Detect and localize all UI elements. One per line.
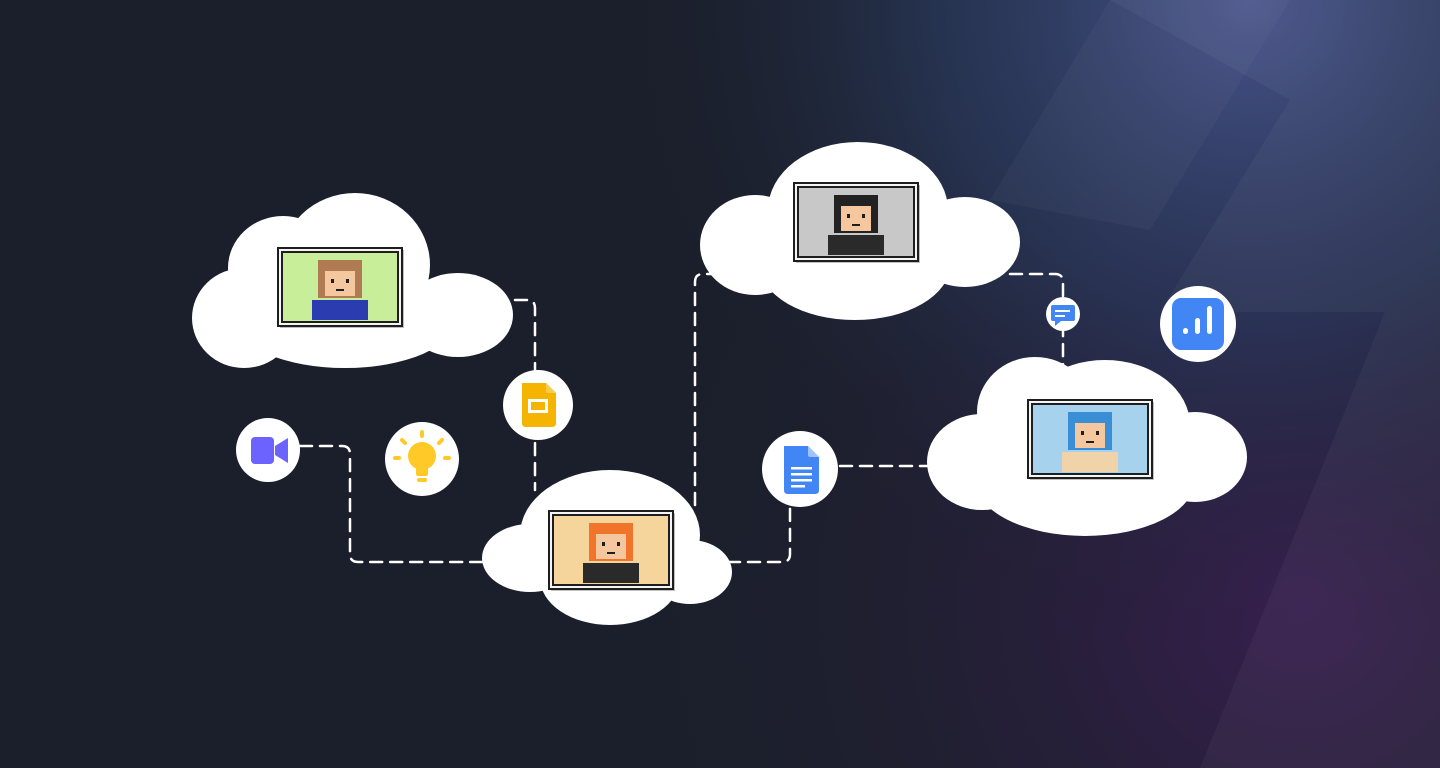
slides-icon	[503, 370, 573, 440]
connector-lines	[298, 272, 1065, 564]
avatar-masked-person	[548, 510, 675, 591]
connector-video-to-masked	[298, 444, 492, 564]
avatar-hoodie-person	[277, 247, 404, 328]
avatar-dark-hair-person	[793, 182, 920, 263]
docs-icon	[762, 431, 838, 507]
background-shape	[1110, 0, 1440, 768]
connector-hoodie-to-masked	[513, 298, 537, 492]
connector-masked-to-dark	[693, 272, 747, 507]
video-call-icon	[236, 418, 300, 482]
connector-dark-to-hat	[1008, 272, 1065, 372]
chat-bubble-icon	[1046, 297, 1080, 331]
lightbulb-icon	[385, 422, 459, 496]
analytics-icon	[1160, 286, 1236, 362]
connector-masked-to-docs	[726, 498, 792, 564]
avatar-hat-person	[1027, 399, 1154, 480]
